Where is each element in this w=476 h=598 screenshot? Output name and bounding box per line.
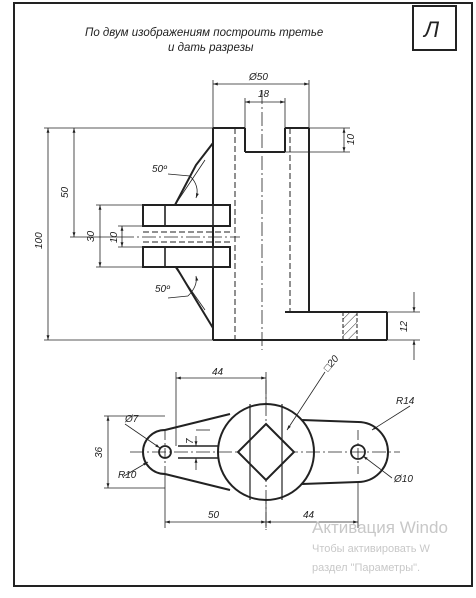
watermark-line-1: Чтобы активировать W bbox=[312, 543, 430, 555]
dim-r14: R14 bbox=[396, 396, 415, 407]
dim-44-bottom: 44 bbox=[303, 510, 315, 521]
task-line-2: и дать разрезы bbox=[168, 42, 254, 54]
dim-100: 100 bbox=[34, 232, 45, 249]
front-view bbox=[120, 90, 388, 350]
dim-36: 36 bbox=[94, 446, 105, 458]
watermark-line-2: раздел "Параметры". bbox=[312, 562, 421, 574]
dim-d50: Ø50 bbox=[248, 72, 268, 83]
dim-50-height: 50 bbox=[60, 186, 71, 198]
dim-30: 30 bbox=[86, 230, 97, 242]
dim-angle-50-top: 50º bbox=[152, 164, 168, 175]
dim-12: 12 bbox=[399, 320, 410, 332]
dim-50-bottom: 50 bbox=[208, 510, 220, 521]
top-dimensions bbox=[104, 371, 411, 528]
watermark-title: Активация Windo bbox=[312, 518, 448, 537]
dim-r10: R10 bbox=[118, 470, 137, 481]
dim-18: 18 bbox=[258, 89, 270, 100]
front-dimensions bbox=[44, 80, 420, 360]
sheet-frame bbox=[13, 2, 473, 587]
task-line-1: По двум изображениям построить третье bbox=[85, 27, 323, 39]
dim-10-slot: 10 bbox=[109, 231, 120, 243]
dim-angle-50-bottom: 50º bbox=[155, 284, 171, 295]
dim-44-top: 44 bbox=[212, 367, 224, 378]
variant-letter: Л bbox=[422, 17, 440, 42]
variant-box bbox=[412, 5, 457, 51]
dim-7: 7 bbox=[185, 438, 196, 444]
dim-10-top: 10 bbox=[346, 133, 357, 145]
top-view bbox=[130, 380, 400, 530]
dim-d7: Ø7 bbox=[124, 414, 139, 425]
dim-sq20: □20 bbox=[322, 353, 342, 374]
dim-d10: Ø10 bbox=[393, 474, 413, 485]
